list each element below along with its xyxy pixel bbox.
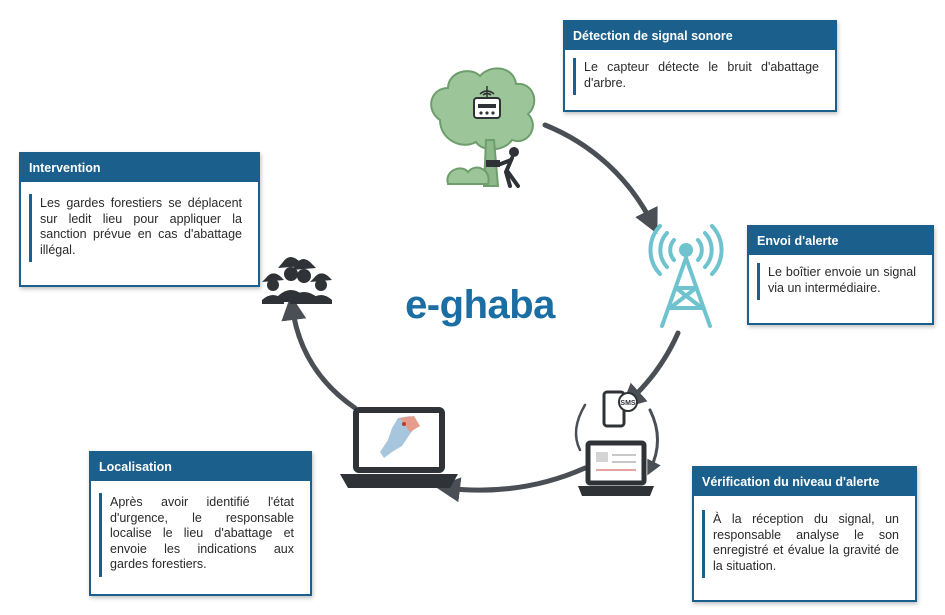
step-description: Les gardes forestiers se déplacent sur l…: [29, 194, 250, 262]
step-description: Après avoir identifié l'état d'urgence, …: [99, 493, 302, 577]
step-card-verification: Vérification du niveau d'alerte À la réc…: [692, 466, 917, 602]
arrow-detection-to-envoi: [542, 122, 658, 234]
arrow-verification-to-localisation: [435, 465, 588, 503]
step-title: Détection de signal sonore: [565, 22, 835, 50]
step-title: Envoi d'alerte: [749, 227, 932, 255]
forest-guards-icon: [262, 257, 332, 304]
laptop-phone-sms-icon: SMS: [578, 390, 654, 496]
step-title: Localisation: [91, 453, 310, 481]
step-card-intervention: Intervention Les gardes forestiers se dé…: [19, 152, 260, 287]
verification-loop-arrow-back: [574, 403, 587, 452]
step-card-detection: Détection de signal sonore Le capteur dé…: [563, 20, 837, 112]
step-description: Le boîtier envoie un signal via un inter…: [757, 263, 924, 300]
step-description: Le capteur détecte le bruit d'abattage d…: [573, 58, 827, 95]
arrow-localisation-to-intervention: [281, 295, 358, 411]
laptop-map-icon: [340, 407, 458, 488]
verification-loop-arrow: [647, 408, 661, 476]
step-description: À la réception du signal, un responsable…: [702, 510, 907, 578]
step-card-envoi: Envoi d'alerte Le boîtier envoie un sign…: [747, 225, 934, 325]
antenna-tower-icon: [648, 224, 724, 328]
brand-title: e-ghaba: [405, 283, 555, 327]
sms-badge: SMS: [620, 400, 636, 407]
step-title: Intervention: [21, 154, 258, 182]
tree-sensor-lumberjack-icon: [430, 67, 536, 188]
step-card-localisation: Localisation Après avoir identifié l'éta…: [89, 451, 312, 596]
step-title: Vérification du niveau d'alerte: [694, 468, 915, 496]
arrow-envoi-to-verification: [620, 330, 681, 409]
